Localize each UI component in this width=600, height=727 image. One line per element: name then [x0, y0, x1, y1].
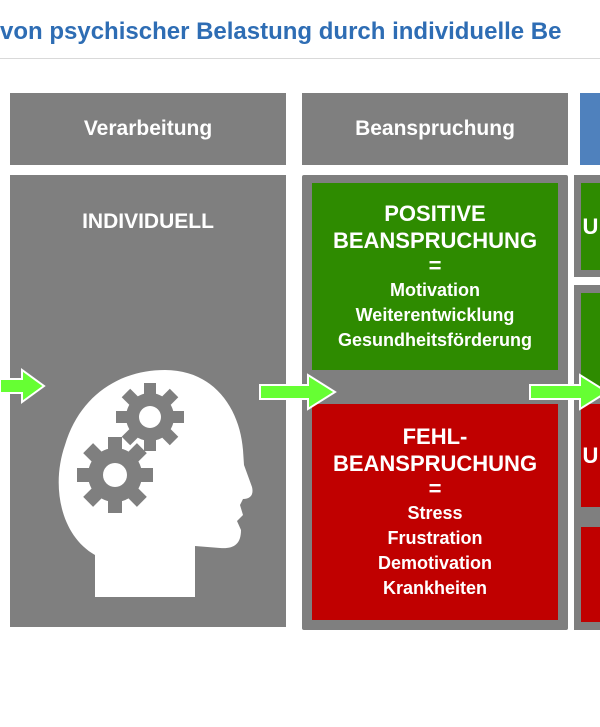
next-column-red-box: U [581, 404, 600, 507]
next-column-green-letter: U [582, 213, 599, 239]
negative-item: Krankheiten [382, 578, 488, 598]
head-with-gears-icon [58, 370, 253, 597]
title-divider [0, 58, 600, 59]
positive-equals: = [428, 253, 442, 278]
positive-item: Motivation [390, 280, 480, 300]
individuell-label: INDIVIDUELL [82, 210, 214, 233]
page-title: von psychischer Belastung durch individu… [0, 18, 562, 45]
negative-item: Stress [407, 503, 463, 523]
positive-heading-line1: POSITIVE [384, 201, 486, 226]
next-column-red-letter: U [582, 442, 599, 468]
negative-heading-line2: BEANSPRUCHUNG [332, 451, 538, 476]
positive-heading-line2: BEANSPRUCHUNG [332, 228, 538, 253]
next-column-green-box [581, 293, 600, 395]
next-column-green-box-top: U [581, 183, 600, 270]
positive-beanspruchung-box: POSITIVE BEANSPRUCHUNG = Motivation Weit… [312, 183, 558, 370]
right-arrow-icon [259, 373, 337, 411]
next-column-red-box-bottom [581, 527, 600, 622]
positive-item: Weiterentwicklung [355, 305, 515, 325]
right-arrow-icon [0, 368, 46, 404]
negative-heading-line1: FEHL- [402, 424, 468, 449]
column-header-beanspruchung: Beanspruchung [302, 93, 568, 165]
column-header-verarbeitung: Verarbeitung [10, 93, 286, 165]
positive-item: Gesundheitsförderung [337, 330, 532, 350]
right-arrow-icon [529, 373, 600, 411]
negative-item: Demotivation [377, 553, 492, 573]
negative-item: Frustration [387, 528, 483, 548]
fehlbeanspruchung-box: FEHL- BEANSPRUCHUNG = Stress Frustration… [312, 404, 558, 620]
negative-equals: = [428, 476, 442, 501]
column-header-next [580, 93, 600, 165]
